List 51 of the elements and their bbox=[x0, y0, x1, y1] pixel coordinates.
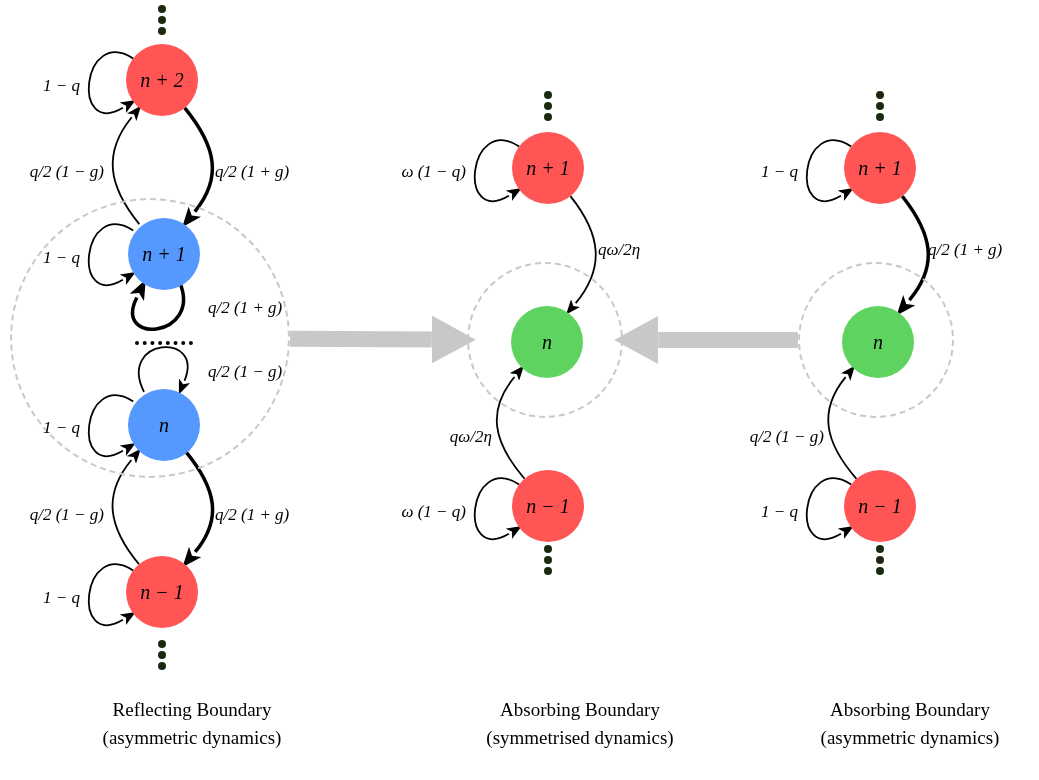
boundary-circle bbox=[10, 198, 290, 478]
boundary-circle bbox=[467, 262, 623, 418]
state-circle: n bbox=[128, 389, 200, 461]
edge-label: q/2 (1 + g) bbox=[215, 504, 290, 526]
vertical-ellipsis bbox=[543, 545, 553, 575]
arrow bbox=[111, 105, 141, 225]
edge-label: 1 − q bbox=[761, 161, 798, 183]
state-circle: n + 2 bbox=[126, 44, 198, 116]
arrow bbox=[182, 106, 215, 228]
state-circle: n bbox=[511, 306, 583, 378]
state-circle: n + 1 bbox=[512, 132, 584, 204]
state-circle: n + 1 bbox=[128, 218, 200, 290]
edge-label: 1 − q bbox=[761, 501, 798, 523]
arrow bbox=[289, 315, 476, 364]
edge-label: q/2 (1 + g) bbox=[215, 161, 290, 183]
boundary-circle bbox=[798, 262, 954, 418]
arrow bbox=[111, 448, 141, 566]
edge-label: qω/2η bbox=[598, 239, 641, 261]
edge-label: q/2 (1 − g) bbox=[749, 426, 824, 448]
edge-label: 1 − q bbox=[43, 247, 80, 269]
state-circle: n bbox=[842, 306, 914, 378]
vertical-ellipsis bbox=[543, 91, 553, 121]
edge-label: ω (1 − q) bbox=[401, 501, 466, 523]
edge-label: q/2 (1 − g) bbox=[208, 361, 283, 383]
edge-label: q/2 (1 − g) bbox=[29, 504, 104, 526]
arrow bbox=[614, 316, 798, 364]
vertical-ellipsis bbox=[157, 5, 167, 35]
arrow bbox=[827, 365, 858, 480]
arrow bbox=[88, 223, 137, 286]
edge-label: 1 − q bbox=[43, 587, 80, 609]
arrow bbox=[88, 394, 137, 457]
vertical-ellipsis bbox=[157, 640, 167, 670]
vertical-ellipsis bbox=[875, 91, 885, 121]
edge-label: 1 − q bbox=[43, 417, 80, 439]
arrow bbox=[566, 195, 597, 316]
edge-label: 1 − q bbox=[43, 75, 80, 97]
edge-label: q/2 (1 + g) bbox=[928, 239, 1003, 261]
panel-caption: Absorbing Boundary (asymmetric dynamics) bbox=[819, 698, 1001, 750]
panel-caption: Reflecting Boundary (asymmetric dynamics) bbox=[101, 698, 283, 750]
state-circle: n − 1 bbox=[126, 556, 198, 628]
state-circle: n − 1 bbox=[844, 470, 916, 542]
arrow bbox=[495, 365, 526, 480]
reflecting-barrier bbox=[135, 341, 193, 345]
state-circle: n − 1 bbox=[512, 470, 584, 542]
edge-label: q/2 (1 + g) bbox=[208, 297, 283, 319]
edge-label: q/2 (1 − g) bbox=[29, 161, 104, 183]
panel-caption: Absorbing Boundary (symmetrised dynamics) bbox=[485, 698, 675, 750]
edge-label: ω (1 − q) bbox=[401, 161, 466, 183]
vertical-ellipsis bbox=[875, 545, 885, 575]
edge-label: qω/2η bbox=[449, 426, 492, 448]
state-circle: n + 1 bbox=[844, 132, 916, 204]
